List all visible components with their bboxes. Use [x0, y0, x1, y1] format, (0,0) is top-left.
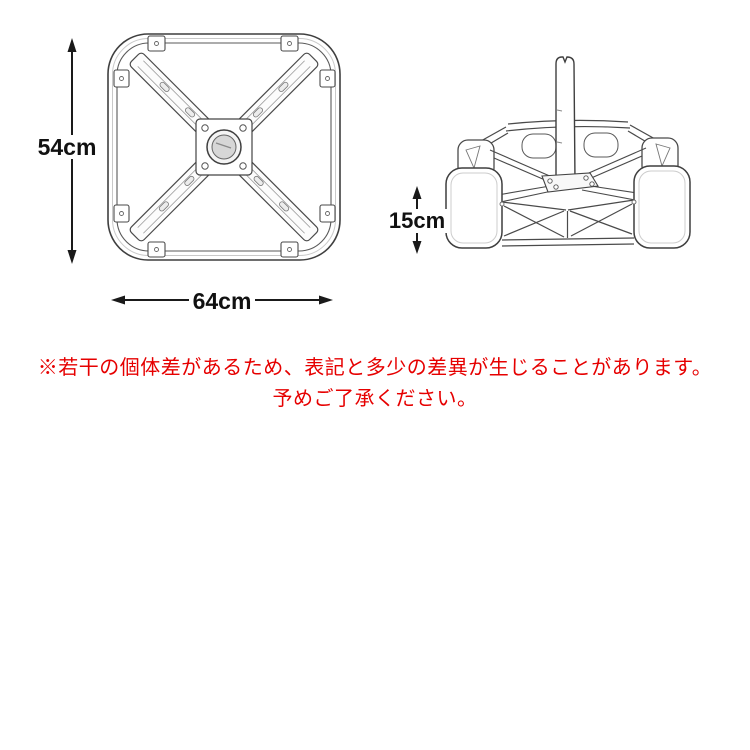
side-height-dimension-label: 15cm [386, 209, 448, 233]
pole-socket-icon [555, 56, 576, 183]
width-dimension-label: 64cm [189, 289, 255, 313]
height-dimension-label: 54cm [34, 135, 100, 159]
side-view-drawing [445, 56, 691, 249]
disclaimer: ※若干の個体差があるため、表記と多少の差異が生じることがあります。 予めご了承く… [0, 353, 750, 415]
top-view-drawing [107, 33, 341, 261]
center-socket-icon [195, 118, 253, 176]
disclaimer-line-1: ※若干の個体差があるため、表記と多少の差異が生じることがあります。 [37, 357, 713, 379]
disclaimer-line-2: 予めご了承ください。 [272, 388, 478, 410]
top-view-illustration [104, 26, 344, 266]
side-view-illustration [438, 50, 698, 260]
corner-clamps-icon [113, 35, 336, 258]
